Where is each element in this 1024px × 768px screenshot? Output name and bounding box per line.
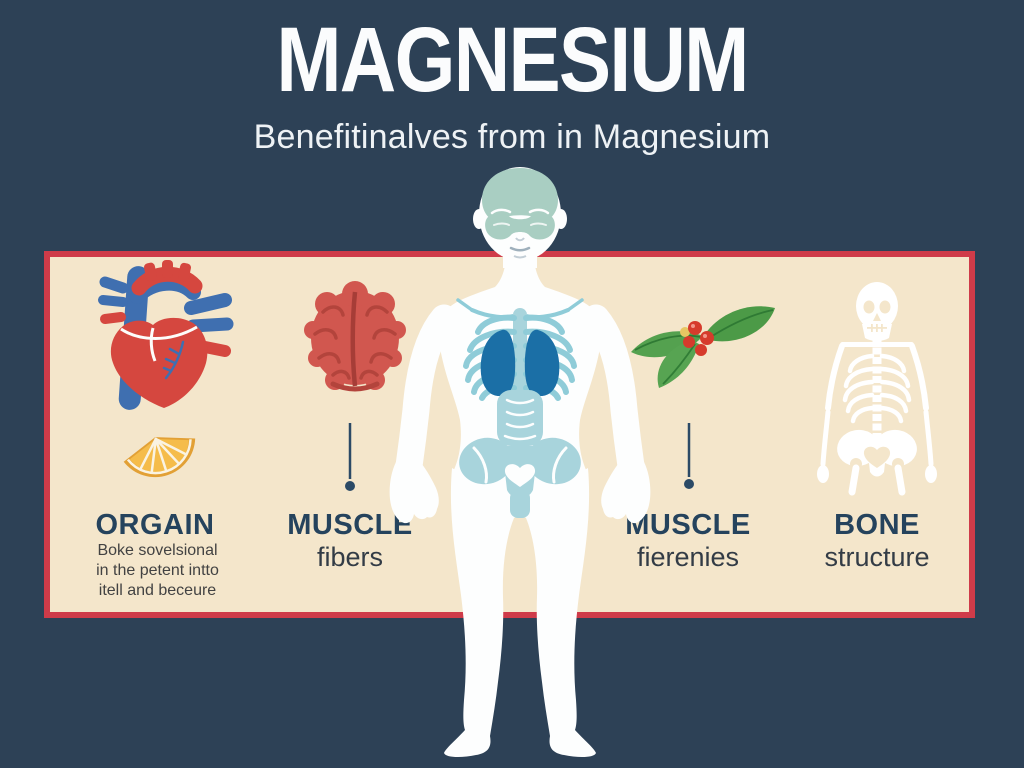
head-details	[482, 168, 558, 259]
section-sub-bone: structure	[824, 542, 930, 572]
holly-leaves-berries-icon	[631, 306, 775, 388]
section-sub-muscle-fierenies: fierenies	[636, 542, 740, 572]
inner-anatomy	[456, 298, 584, 518]
section-description-organ: Boke sovelsional in the petent intto ite…	[96, 542, 219, 599]
section-heading-muscle-fierenies: MUSCLE	[625, 509, 751, 541]
pointer-pin-icon	[345, 423, 355, 491]
anatomical-heart-icon	[98, 260, 234, 410]
page-subtitle: Benefitinalves from in Magnesium	[253, 118, 771, 156]
section-sub-muscle-fibers: fibers	[316, 542, 384, 572]
orange-slice-icon	[123, 437, 196, 478]
page-title: MAGNESIUM	[276, 9, 749, 111]
brain-icon	[304, 281, 406, 392]
pointer-pin-icon	[684, 423, 694, 489]
section-heading-bone: BONE	[834, 509, 920, 541]
section-heading-muscle-fibers: MUSCLE	[287, 509, 413, 541]
section-heading-organ: ORGAIN	[95, 509, 215, 541]
skeleton-icon	[817, 282, 937, 496]
